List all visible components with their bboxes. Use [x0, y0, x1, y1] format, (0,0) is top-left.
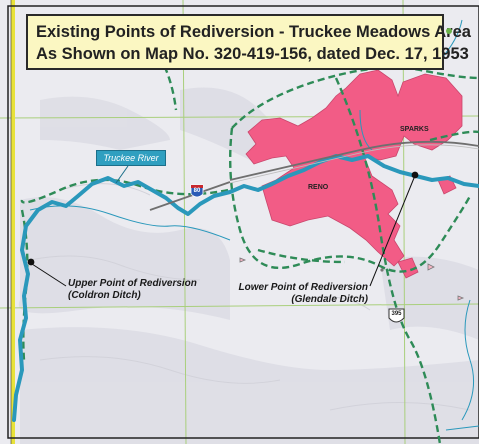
us-395-shield	[388, 308, 405, 323]
map-frame	[7, 5, 479, 439]
river-label-leader	[115, 165, 129, 184]
road-casing	[229, 144, 479, 184]
upper-point-marker	[27, 258, 35, 266]
map-title-box: Existing Points of Rediversion - Truckee…	[26, 14, 471, 70]
lower-point-label: Lower Point of Rediversion (Glendale Dit…	[234, 282, 368, 306]
map-symbols	[239, 257, 465, 301]
lower-point-name: Lower Point of Rediversion	[238, 282, 368, 293]
roads	[149, 140, 479, 211]
city-label-reno: RENO	[308, 184, 329, 191]
truckee-river-label: Truckee River	[96, 150, 166, 166]
upper-point-name: Upper Point of Rediversion	[68, 278, 197, 289]
title-corner-dot	[446, 28, 452, 34]
upper-point-label: Upper Point of Rediversion (Coldron Ditc…	[68, 278, 197, 302]
map-title-line-2: As Shown on Map No. 320-419-156, dated D…	[36, 45, 469, 63]
upper-point-leader	[31, 263, 67, 287]
terrain-ridges	[29, 183, 471, 411]
truckee-river	[12, 154, 479, 422]
map-title-line-1: Existing Points of Rediversion - Truckee…	[36, 23, 471, 41]
upper-point-ditch: (Coldron Ditch)	[68, 290, 141, 301]
terrain-shading	[18, 87, 479, 444]
lower-point-marker	[411, 171, 419, 179]
lower-point-leader	[369, 177, 415, 287]
us-395-label: 395	[391, 311, 402, 317]
interstate-80-shield	[190, 184, 204, 198]
lower-point-ditch: (Glendale Ditch)	[291, 294, 368, 305]
city-label-sparks: SPARKS	[400, 126, 429, 133]
interstate-80-label: 80	[193, 188, 201, 194]
